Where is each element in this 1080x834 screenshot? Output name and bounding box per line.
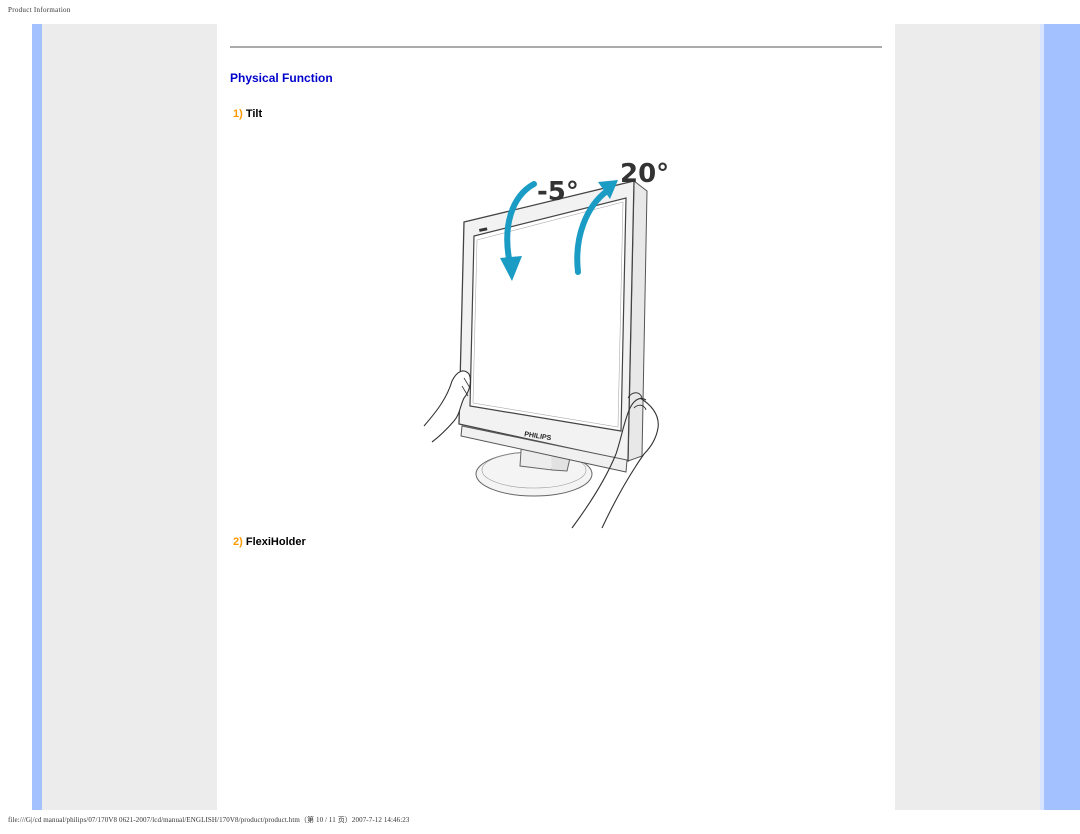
angle-back-label: -5° [537,177,579,207]
monitor-tilt-illustration: PHILIPS -5° 20° [423,159,669,529]
right-blue-bar-edge [1040,24,1044,810]
main-content: Physical Function 1) Tilt PHILIPS [217,24,895,810]
page-header-title: Product Information [8,6,71,14]
tilt-label: Tilt [245,108,263,120]
horizontal-divider [230,46,882,48]
tilt-heading: 1) Tilt [233,108,262,120]
flexiholder-number: 2) [233,536,243,548]
right-hand [601,397,659,529]
monitor-brand: PHILIPS [524,431,552,442]
right-side-panel [895,24,1044,810]
section-title: Physical Function [230,71,333,85]
right-blue-bar [1044,24,1080,810]
tilt-back-arrow [504,181,537,267]
flexiholder-heading: 2) FlexiHolder [233,536,306,548]
tilt-number: 1) [233,108,243,120]
left-hand [423,370,471,443]
flexiholder-label: FlexiHolder [245,536,306,548]
page-footer-path: file:///G|/cd manual/philips/07/170V8 06… [8,816,410,824]
angle-forward-label: 20° [620,159,669,189]
left-blue-bar [32,24,42,810]
left-side-panel [42,24,217,810]
monitor-screen [469,197,627,432]
tilt-forward-arrow [574,188,610,275]
